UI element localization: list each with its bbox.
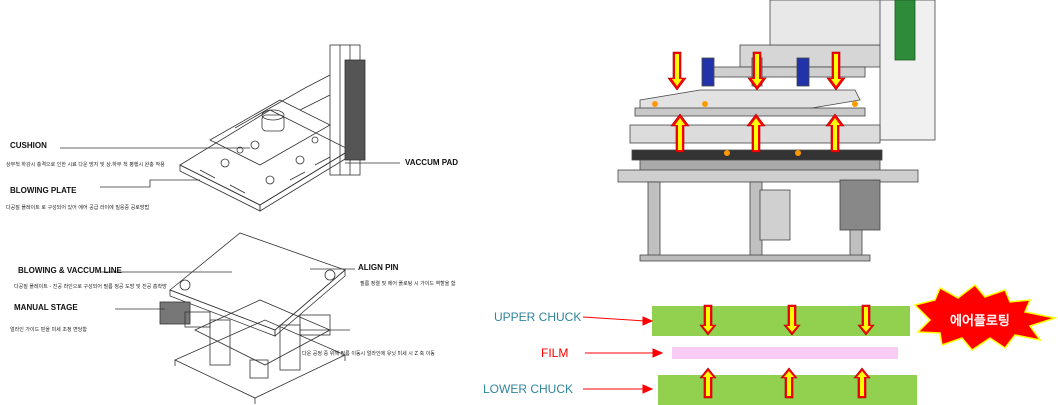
chuck-down-arrow bbox=[857, 304, 875, 336]
blowing-vaccum-desc: 다공질 플레이트 - 진공 라인으로 구성되어 필름 정공 도방 및 진공 흡착… bbox=[14, 284, 167, 290]
chuck-down-arrow bbox=[699, 304, 717, 336]
machine-drawing bbox=[615, 0, 936, 265]
lower-chuck-label: LOWER CHUCK bbox=[483, 382, 574, 396]
film-bar bbox=[672, 347, 898, 359]
align-pin-desc: 필름 정렬 및 에어 플로팅 시 가이드 역할을 함 bbox=[360, 281, 456, 287]
machine-up-arrow bbox=[670, 113, 690, 153]
cushion-label: CUSHION bbox=[10, 141, 47, 150]
machine-down-arrow bbox=[667, 51, 687, 91]
top-assembly-drawing bbox=[179, 44, 366, 212]
upper-chuck-label: UPPER CHUCK bbox=[494, 310, 582, 324]
vaccum-pad-label: VACCUM PAD bbox=[405, 158, 459, 167]
bottom-leader-lines bbox=[100, 268, 355, 331]
machine-up-arrow bbox=[825, 113, 845, 153]
top-leader-lines bbox=[60, 147, 400, 188]
air-floating-burst bbox=[913, 283, 1058, 351]
air-floating-text: 에어플로팅 bbox=[950, 314, 1010, 329]
cushion-desc: 상부척 하강시 충격으로 인한 시료 다운 방지 및 상.하부 척 평행시 완충… bbox=[6, 162, 165, 168]
blowing-plate-desc: 다공질 플레이트 로 구성되어 있어 에어 공급 라이에 밀응중 공로방법 bbox=[6, 205, 150, 211]
film-label: FILM bbox=[541, 346, 569, 360]
chuck-up-arrow bbox=[699, 367, 717, 399]
align-pin-label: ALIGN PIN bbox=[358, 263, 399, 272]
machine-down-arrow bbox=[826, 51, 846, 91]
manual-stage-label: MANUAL STAGE bbox=[14, 303, 78, 312]
blowing-plate-label: BLOWING PLATE bbox=[10, 186, 77, 195]
stage-desc: 다운 공정 중 위해 필름 이동시 얼라인에 유닛 미세 시 Z 축 이동 bbox=[302, 351, 435, 357]
chuck-up-arrow bbox=[780, 367, 798, 399]
machine-up-arrow bbox=[746, 113, 766, 153]
machine-down-arrow bbox=[747, 51, 767, 91]
manual-stage-desc: 얼라인 가이드 핀을 미세 조정 변당함 bbox=[10, 327, 87, 333]
blowing-vaccum-label: BLOWING & VACCUM LINE bbox=[18, 266, 122, 275]
chuck-up-arrow bbox=[853, 367, 871, 399]
chuck-down-arrow bbox=[783, 304, 801, 336]
